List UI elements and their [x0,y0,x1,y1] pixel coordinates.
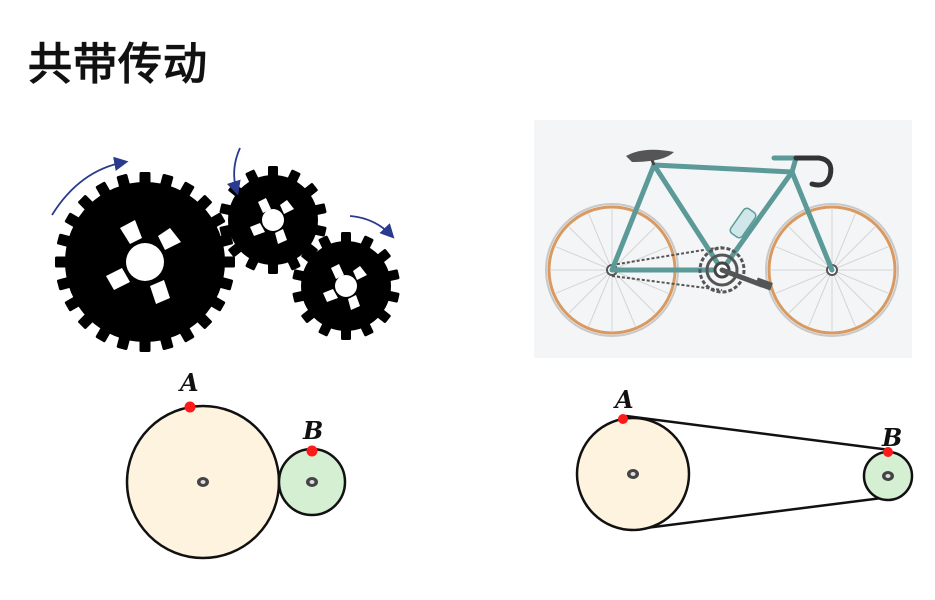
belt-transmission-diagram: A B [560,380,930,540]
handlebar-icon [793,155,834,188]
point-b-marker [306,445,318,457]
point-b-marker [883,447,893,457]
gear-train-icon: // teeth are generated below [51,147,400,352]
contact-wheels-svg: A B [125,368,347,560]
belt-wheels-svg: A B [575,385,914,532]
point-b-label: B [302,416,323,445]
rotation-arrow-icon [51,156,129,216]
page-title: 共带传动 [28,39,208,90]
small-gear-icon [292,232,400,340]
point-b-label: B [881,423,902,452]
point-a-marker [184,401,196,413]
point-a-marker [618,414,628,424]
belt-upper [625,414,891,452]
gear-train-illustration: // teeth are generated below [40,140,410,365]
rotation-arrow-icon [349,215,395,239]
rotation-arrow-icon [226,147,241,196]
water-bottle-icon [729,207,757,239]
bike-frame-icon [609,155,835,273]
seat-icon [626,149,674,162]
belt-lower [629,495,891,532]
point-a-label: A [613,385,634,414]
bicycle-icon [545,149,899,337]
contact-transmission-diagram: A B [110,365,370,565]
middle-gear-icon [219,166,327,274]
large-gear-icon: // teeth are generated below [55,172,235,352]
chainring-icon [698,246,773,294]
chain-icon [611,246,723,291]
point-a-label: A [178,368,199,397]
bicycle-illustration [534,120,912,358]
